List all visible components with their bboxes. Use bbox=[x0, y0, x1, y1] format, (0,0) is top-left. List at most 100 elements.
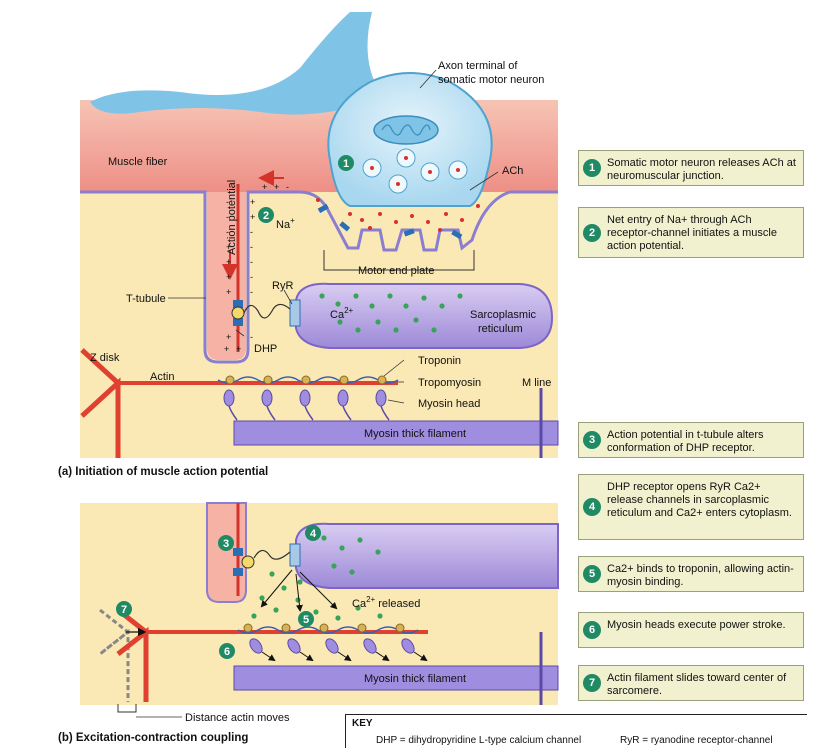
panel-b-title: (b) Excitation-contraction coupling bbox=[58, 732, 248, 744]
svg-text:+: + bbox=[226, 272, 231, 282]
sarcoplasmic-reticulum bbox=[295, 282, 554, 349]
myosin-heads-a bbox=[223, 389, 387, 407]
step-number: 2 bbox=[583, 223, 601, 242]
svg-text:+: + bbox=[236, 344, 241, 354]
svg-text:-: - bbox=[226, 212, 229, 222]
label-sarcoplasmic-1: Sarcoplasmic bbox=[470, 309, 537, 321]
step-number: 3 bbox=[583, 431, 601, 449]
label-actin: Actin bbox=[150, 371, 174, 383]
label-na: Na+ bbox=[276, 216, 295, 231]
label-myosin-head: Myosin head bbox=[418, 398, 480, 410]
panel-a: --- +++ ++ ++- --- -- ++- ++ bbox=[80, 12, 559, 458]
sr-b bbox=[295, 522, 559, 589]
leaders-a bbox=[168, 69, 499, 404]
label-ryr: RyR bbox=[272, 280, 293, 292]
label-z-disk: Z disk bbox=[90, 352, 120, 364]
step-number: 4 bbox=[583, 498, 601, 516]
svg-text:+: + bbox=[226, 257, 231, 267]
mitochondrion bbox=[373, 115, 439, 145]
svg-text:4: 4 bbox=[310, 528, 317, 540]
ca-release-arrows bbox=[260, 569, 338, 612]
label-m-line: M line bbox=[522, 377, 551, 389]
svg-text:+: + bbox=[250, 212, 255, 222]
label-myosin-thick-filament-b: Myosin thick filament bbox=[364, 673, 466, 685]
svg-text:1: 1 bbox=[343, 158, 349, 170]
troponin-units bbox=[225, 375, 387, 385]
svg-text:6: 6 bbox=[224, 646, 230, 658]
dhp-receptor bbox=[233, 300, 243, 308]
diagram-step-7: 7 bbox=[116, 601, 132, 617]
myosin-thick-filament-a bbox=[233, 420, 559, 446]
myosin-thick-filament-b bbox=[233, 665, 559, 691]
svg-text:-: - bbox=[250, 272, 253, 282]
label-action-potential: Action potential bbox=[226, 180, 238, 255]
step-text: Net entry of Na+ through ACh receptor-ch… bbox=[607, 214, 777, 252]
svg-text:+: + bbox=[226, 332, 231, 342]
step-text: Actin filament slides toward center of s… bbox=[607, 672, 787, 697]
label-motor-end-plate: Motor end plate bbox=[358, 265, 434, 277]
svg-text:-: - bbox=[250, 257, 253, 267]
diagram-step-3: 3 bbox=[218, 535, 234, 551]
ryr-channel bbox=[289, 299, 301, 327]
label-ach: ACh bbox=[502, 165, 523, 177]
svg-text:-: - bbox=[250, 287, 253, 297]
label-ca: Ca2+ bbox=[330, 306, 354, 321]
label-muscle-fiber: Muscle fiber bbox=[108, 156, 168, 168]
diagram-step-6: 6 bbox=[219, 643, 235, 659]
step-text: Action potential in t-tubule alters conf… bbox=[607, 429, 764, 454]
svg-text:-: - bbox=[250, 227, 253, 237]
svg-text:-: - bbox=[226, 227, 229, 237]
label-tropomyosin: Tropomyosin bbox=[418, 377, 481, 389]
key-ryr: RyR = ryanodine receptor-channel bbox=[620, 735, 773, 746]
power-stroke-arrows bbox=[261, 651, 428, 662]
t-tubule-b bbox=[206, 502, 247, 603]
distance-bracket bbox=[117, 704, 137, 713]
step-box-4: 4 DHP receptor opens RyR Ca2+ release ch… bbox=[578, 474, 804, 540]
label-axon-terminal-1: Axon terminal of bbox=[438, 60, 518, 72]
svg-text:+: + bbox=[250, 197, 255, 207]
dhp-sensor bbox=[231, 306, 245, 320]
svg-text:+: + bbox=[274, 182, 279, 192]
membrane-charges: --- +++ ++ ++- --- -- ++- ++ bbox=[224, 182, 289, 354]
ach-vesicles bbox=[362, 148, 468, 194]
step-box-5: 5 Ca2+ binds to troponin, allowing actin… bbox=[578, 556, 804, 592]
panel-a-title: (a) Initiation of muscle action potentia… bbox=[58, 466, 268, 478]
z-disk bbox=[80, 348, 122, 458]
panel-b: 3 4 5 6 7 bbox=[80, 502, 559, 718]
key-legend: KEY DHP = dihydropyridine L-type calcium… bbox=[345, 714, 807, 748]
step-text: Ca2+ binds to troponin, allowing actin-m… bbox=[607, 563, 794, 588]
ca-released-dots bbox=[251, 535, 383, 621]
step-box-3: 3 Action potential in t-tubule alters co… bbox=[578, 422, 804, 458]
step-box-2: 2 Net entry of Na+ through ACh receptor-… bbox=[578, 207, 804, 258]
svg-text:2: 2 bbox=[263, 210, 269, 222]
diagram-step-1: 1 bbox=[338, 155, 354, 171]
label-distance-actin-moves: Distance actin moves bbox=[185, 712, 290, 724]
step-number: 1 bbox=[583, 159, 601, 177]
dhp-ryr-link bbox=[243, 303, 291, 319]
step-text: Myosin heads execute power stroke. bbox=[607, 619, 786, 631]
step-box-7: 7 Actin filament slides toward center of… bbox=[578, 665, 804, 701]
z-disk-b bbox=[116, 608, 151, 702]
diagram-step-2: 2 bbox=[258, 207, 274, 223]
svg-text:+: + bbox=[224, 344, 229, 354]
step-number: 7 bbox=[583, 674, 601, 692]
myosin-heads-b bbox=[249, 638, 415, 654]
ca-in-sr bbox=[319, 293, 463, 333]
step-text: DHP receptor opens RyR Ca2+ release chan… bbox=[607, 481, 792, 519]
svg-text:7: 7 bbox=[121, 604, 127, 616]
svg-text:-: - bbox=[226, 197, 229, 207]
svg-text:-: - bbox=[250, 332, 253, 342]
step-text: Somatic motor neuron releases ACh at neu… bbox=[607, 157, 796, 182]
diagram-step-5: 5 bbox=[298, 611, 314, 627]
label-dhp: DHP bbox=[254, 343, 277, 355]
motor-end-plate-bracket bbox=[323, 250, 475, 271]
svg-text:5: 5 bbox=[303, 614, 309, 626]
svg-text:+: + bbox=[226, 287, 231, 297]
step-number: 5 bbox=[583, 565, 601, 583]
label-axon-terminal-2: somatic motor neuron bbox=[438, 74, 544, 86]
label-troponin: Troponin bbox=[418, 355, 461, 367]
step-number: 6 bbox=[583, 621, 601, 639]
z-disk-original bbox=[99, 608, 131, 702]
label-myosin-thick-filament-a: Myosin thick filament bbox=[364, 428, 466, 440]
